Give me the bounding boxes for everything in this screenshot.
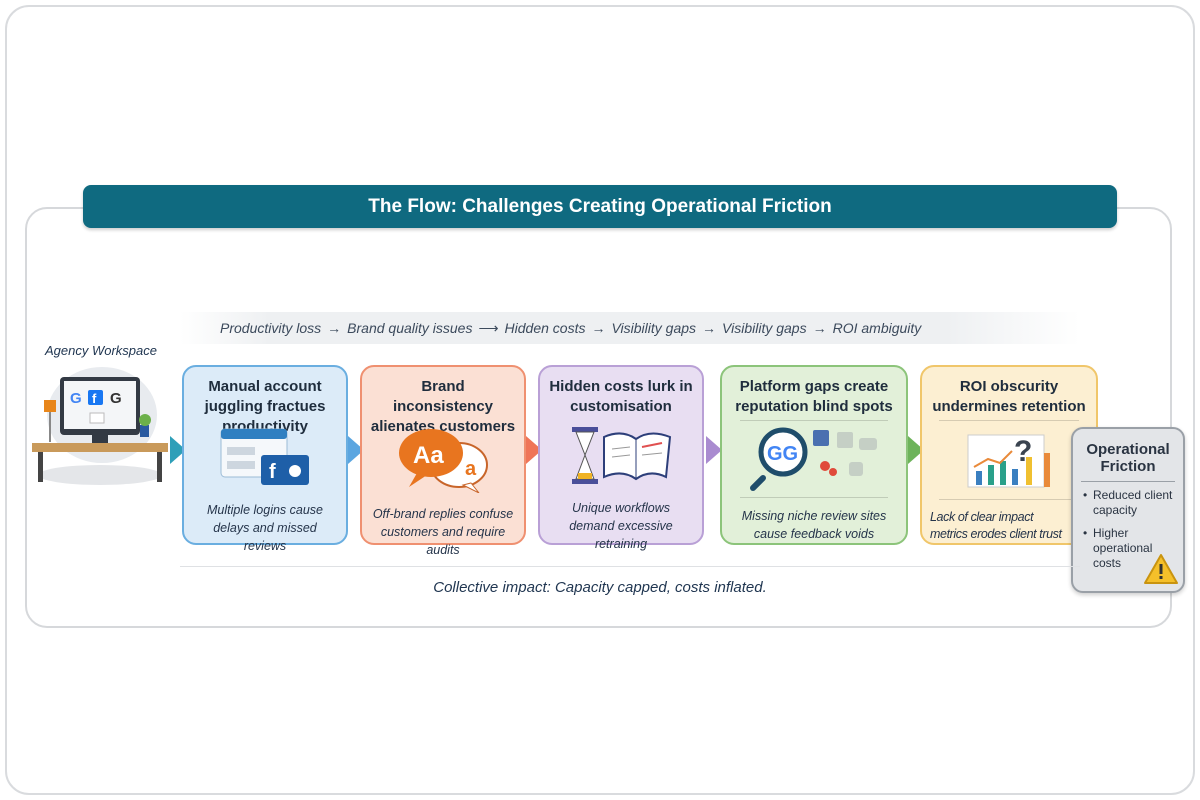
svg-text:f: f (269, 461, 276, 483)
card-platform-gaps: Platform gaps create reputation blind sp… (720, 365, 908, 545)
card-description: Multiple logins cause delays and missed … (206, 503, 324, 553)
card-manual-account: Manual account juggling fractues product… (182, 365, 348, 553)
desk-computer-icon: G f G (32, 367, 168, 485)
magnifier-icon: GG (750, 427, 877, 491)
card-title: Platform gaps create reputation blind sp… (735, 378, 893, 415)
card-title: Hidden costs lurk in customisation (549, 378, 693, 415)
hourglass-book-icon (572, 427, 672, 484)
arrow-icon: ⟶ (478, 319, 499, 336)
card-hidden-costs: Hidden costs lurk in customisation Uniqu… (538, 365, 704, 551)
operational-friction-box: Operational Friction Reduced client capa… (1071, 427, 1185, 593)
flow-sequence: Productivity loss → Brand quality issues ⟶… (180, 312, 1080, 344)
browser-login-icon: f (220, 428, 309, 485)
svg-text:Aa: Aa (413, 442, 444, 469)
card-title: ROI obscurity undermines retention (932, 378, 1086, 415)
flow-arrow (706, 436, 722, 464)
svg-text:a: a (465, 458, 477, 480)
svg-text:?: ? (1014, 435, 1032, 468)
chart-question-icon: ? (967, 434, 1050, 488)
divider (180, 566, 1080, 567)
outer-frame (5, 5, 1195, 795)
card-description: Missing niche review sites cause feedbac… (741, 509, 887, 542)
svg-text:G: G (110, 390, 122, 407)
card-description: Unique workflows demand excessive retrai… (569, 501, 673, 551)
card-roi-obscurity: ROI obscurity undermines retention ? Lac… (920, 365, 1098, 545)
card-title: Brand inconsistency alienates customers (370, 378, 516, 435)
flow-step: Brand quality issues (347, 320, 473, 336)
friction-item: Reduced client capacity (1081, 488, 1175, 518)
friction-title: Operational Friction (1081, 441, 1175, 482)
card-brand-inconsistency: Brand inconsistency alienates customers … (360, 365, 526, 557)
card-description: Off-brand replies confuse customers and … (372, 507, 514, 557)
card-title: Manual account juggling fractues product… (204, 378, 326, 435)
workspace-label: Agency Workspace (45, 343, 157, 358)
flow-step: ROI ambiguity (832, 320, 922, 336)
flow-step: Visibility gaps (722, 320, 807, 336)
friction-item: Higher operational costs (1081, 526, 1152, 571)
arrow-icon: → (812, 320, 827, 336)
caption: Collective impact: Capacity capped, cost… (433, 579, 767, 596)
card-description: Lack of clear impact metrics erodes clie… (930, 510, 1062, 541)
warning-icon (1144, 554, 1178, 584)
flow-step: Visibility gaps (611, 320, 697, 336)
speech-bubbles-icon: Aa a (399, 429, 488, 493)
svg-text:G: G (70, 390, 82, 407)
svg-text:f: f (92, 391, 97, 406)
arrow-icon: → (702, 320, 717, 336)
flow-step: Hidden costs (504, 320, 586, 336)
diagram-title: The Flow: Challenges Creating Operationa… (83, 185, 1117, 228)
arrow-icon: → (591, 320, 606, 336)
arrow-icon: → (327, 320, 342, 336)
flow-step: Productivity loss (220, 320, 322, 336)
svg-text:GG: GG (767, 443, 798, 465)
